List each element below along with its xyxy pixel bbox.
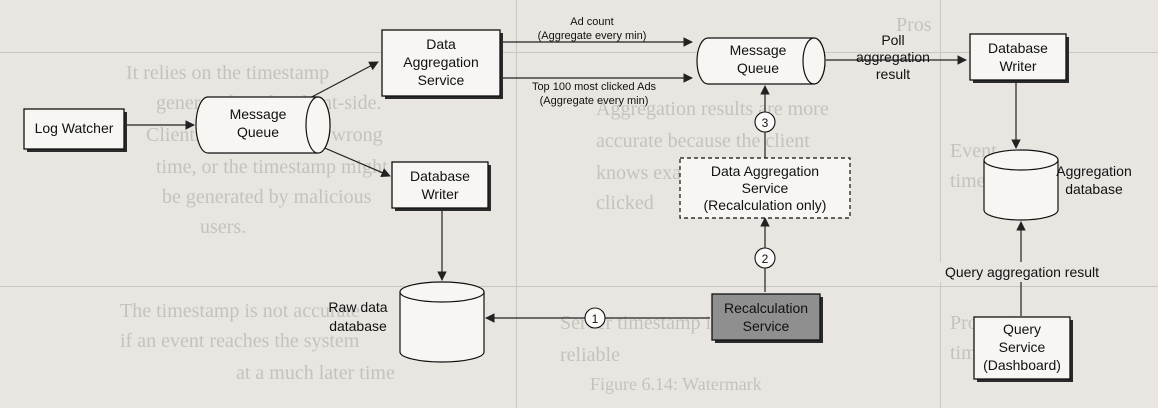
step-1-marker xyxy=(584,307,606,329)
log-watcher-box xyxy=(23,108,125,150)
database-writer-2-label: Writer xyxy=(999,58,1036,74)
step-2-marker xyxy=(754,247,776,269)
database-writer-2-label: Database xyxy=(988,40,1048,56)
data-aggregation-service-label: Aggregation xyxy=(403,54,479,70)
step-1-label: 1 xyxy=(592,312,599,326)
edge-label-poll: aggregation xyxy=(856,49,930,65)
raw-data-database-label: Raw data xyxy=(328,299,387,315)
edge-label-ad-count: Ad count xyxy=(570,16,613,28)
query-service-box xyxy=(973,316,1071,380)
recalculation-service-box xyxy=(711,293,821,341)
message-queue-1-label: Queue xyxy=(237,124,279,140)
edge-label-query-result: Query aggregation result xyxy=(945,264,1099,280)
query-service-label: Query xyxy=(1003,321,1041,337)
database-writer-1-label: Database xyxy=(410,168,470,184)
raw-data-database xyxy=(399,281,485,363)
message-queue-2-label: Message xyxy=(730,42,787,58)
recalc-aggregation-service-label: Service xyxy=(742,180,789,196)
database-writer-2-box xyxy=(969,33,1067,81)
aggregation-database-label: database xyxy=(1065,181,1123,197)
edge-label-top-100: Top 100 most clicked Ads xyxy=(532,81,657,93)
message-queue-1: Message Queue xyxy=(195,96,331,154)
query-service-label: Service xyxy=(999,339,1046,355)
aggregation-database xyxy=(983,149,1059,221)
data-aggregation-service-label: Service xyxy=(418,72,465,88)
recalc-aggregation-service-label: Data Aggregation xyxy=(711,163,819,179)
message-queue-2: Message Queue xyxy=(696,37,826,85)
recalc-aggregation-service-label: (Recalculation only) xyxy=(704,197,827,213)
query-service-label: (Dashboard) xyxy=(983,357,1061,373)
recalculation-service-label: Recalculation xyxy=(724,300,808,316)
message-queue-1-label: Message xyxy=(230,106,287,122)
edge-label-top-100: (Aggregate every min) xyxy=(540,95,649,107)
step-3-marker xyxy=(754,111,776,133)
data-aggregation-service-box xyxy=(381,29,501,97)
edge-queue-aggservice xyxy=(305,61,379,101)
database-writer-1-box xyxy=(391,161,489,209)
recalc-aggregation-service-box xyxy=(679,157,851,219)
log-watcher-label: Log Watcher xyxy=(35,120,114,136)
step-2-label: 2 xyxy=(762,252,769,266)
query-label-backing xyxy=(930,262,1118,282)
edge-label-poll: result xyxy=(876,66,910,82)
step-3-label: 3 xyxy=(762,116,769,130)
database-writer-1-label: Writer xyxy=(421,186,458,202)
aggregation-database-label: Aggregation xyxy=(1056,163,1132,179)
message-queue-2-label: Queue xyxy=(737,60,779,76)
data-aggregation-service-label: Data xyxy=(426,36,456,52)
raw-data-database-label: database xyxy=(329,318,387,334)
edge-label-ad-count: (Aggregate every min) xyxy=(538,30,647,42)
edge-label-poll: Poll xyxy=(881,32,904,48)
recalculation-service-label: Service xyxy=(743,318,790,334)
